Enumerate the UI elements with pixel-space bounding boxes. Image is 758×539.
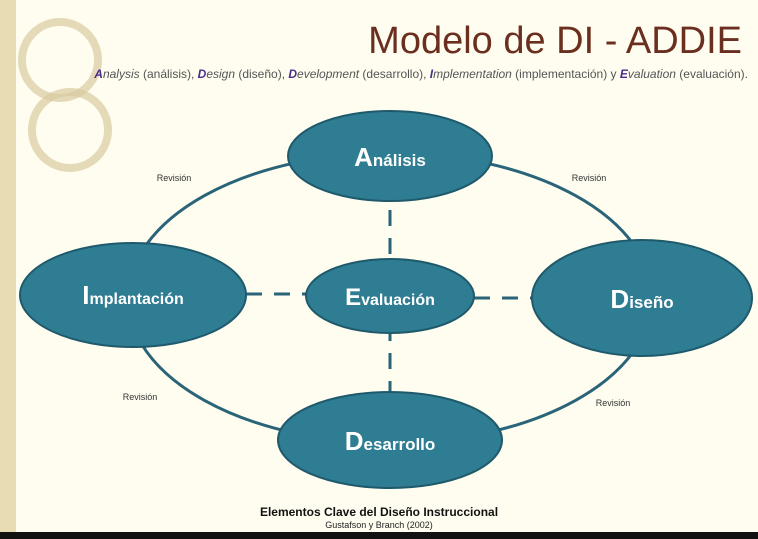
revision-label-top-right: Revisión <box>572 173 607 183</box>
node-diseno-label: Diseño <box>610 284 673 314</box>
caption-source: Gustafson y Branch (2002) <box>325 520 433 530</box>
revision-label-bottom-right: Revisión <box>596 398 631 408</box>
decorative-band <box>0 0 16 539</box>
node-evaluacion-label: Evaluación <box>345 284 435 311</box>
implementation-translation: (implementación) y <box>511 67 620 81</box>
node-analisis-label: Análisis <box>354 142 426 172</box>
node-analisis: Análisis <box>287 110 493 202</box>
revision-label-bottom-left: Revisión <box>123 392 158 402</box>
analysis-initial: A <box>94 67 103 81</box>
caption-title: Elementos Clave del Diseño Instruccional <box>259 505 499 519</box>
implementation-initial: I <box>429 67 434 81</box>
implementation-term: mplementation <box>433 67 512 81</box>
node-evaluacion: Evaluación <box>305 258 475 334</box>
decorative-circles <box>18 18 112 172</box>
design-translation: (diseño), <box>235 67 289 81</box>
revision-label-top-left: Revisión <box>157 173 192 183</box>
evaluation-translation: (evaluación). <box>675 67 748 81</box>
evaluation-term: valuation <box>627 67 676 81</box>
analysis-translation: (análisis), <box>139 67 198 81</box>
node-implantacion-label: Implantación <box>82 280 183 310</box>
node-desarrollo-label: Desarrollo <box>345 426 436 456</box>
development-term: evelopment <box>297 67 360 81</box>
node-diseno: Diseño <box>531 239 753 357</box>
slide-subtitle: Analysis (análisis), Design (diseño), De… <box>32 66 748 82</box>
design-term: esign <box>206 67 236 81</box>
evaluation-initial: E <box>619 67 628 81</box>
node-implantacion: Implantación <box>19 242 247 348</box>
bottom-bar <box>0 532 758 539</box>
development-initial: D <box>288 67 298 81</box>
node-desarrollo: Desarrollo <box>277 391 503 489</box>
slide-title: Modelo de DI - ADDIE <box>368 20 742 62</box>
design-initial: D <box>197 67 207 81</box>
analysis-term: nalysis <box>102 67 140 81</box>
development-translation: (desarrollo), <box>359 67 430 81</box>
